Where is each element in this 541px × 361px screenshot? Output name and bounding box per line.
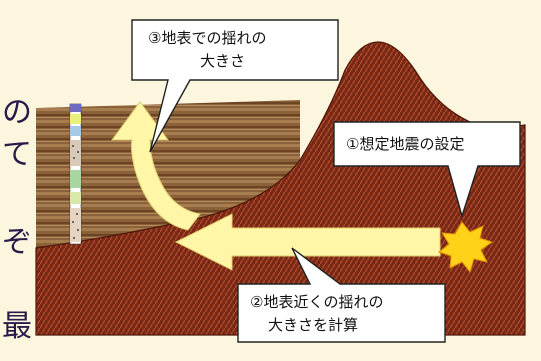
callout-ground-motion-line-1: ③地表での揺れの — [148, 29, 266, 47]
borehole-log — [69, 103, 82, 245]
callout-surface-calc-line-2: 大きさを計算 — [268, 316, 358, 334]
sediment-layer — [36, 100, 300, 248]
callout-surface-calc: ②地表近くの揺れの 大きさを計算 — [237, 247, 446, 343]
horizontal-propagation-arrow — [174, 213, 441, 271]
callout-ground-motion: ③地表での揺れの 大きさ — [131, 19, 339, 153]
side-text-4: 最 — [2, 309, 32, 344]
callout-earthquake: ①想定地震の設定 — [333, 121, 521, 219]
side-text-1: の — [2, 95, 32, 130]
callout-earthquake-line-1: ①想定地震の設定 — [346, 135, 464, 153]
side-text-2: て — [2, 137, 32, 172]
callout-surface-calc-line-1: ②地表近くの揺れの — [250, 293, 383, 311]
surface-motion-arrow — [111, 101, 201, 231]
side-text-3: ぞ — [2, 225, 32, 260]
callout-ground-motion-line-2: 大きさ — [200, 52, 245, 70]
earthquake-burst-icon — [437, 221, 494, 274]
